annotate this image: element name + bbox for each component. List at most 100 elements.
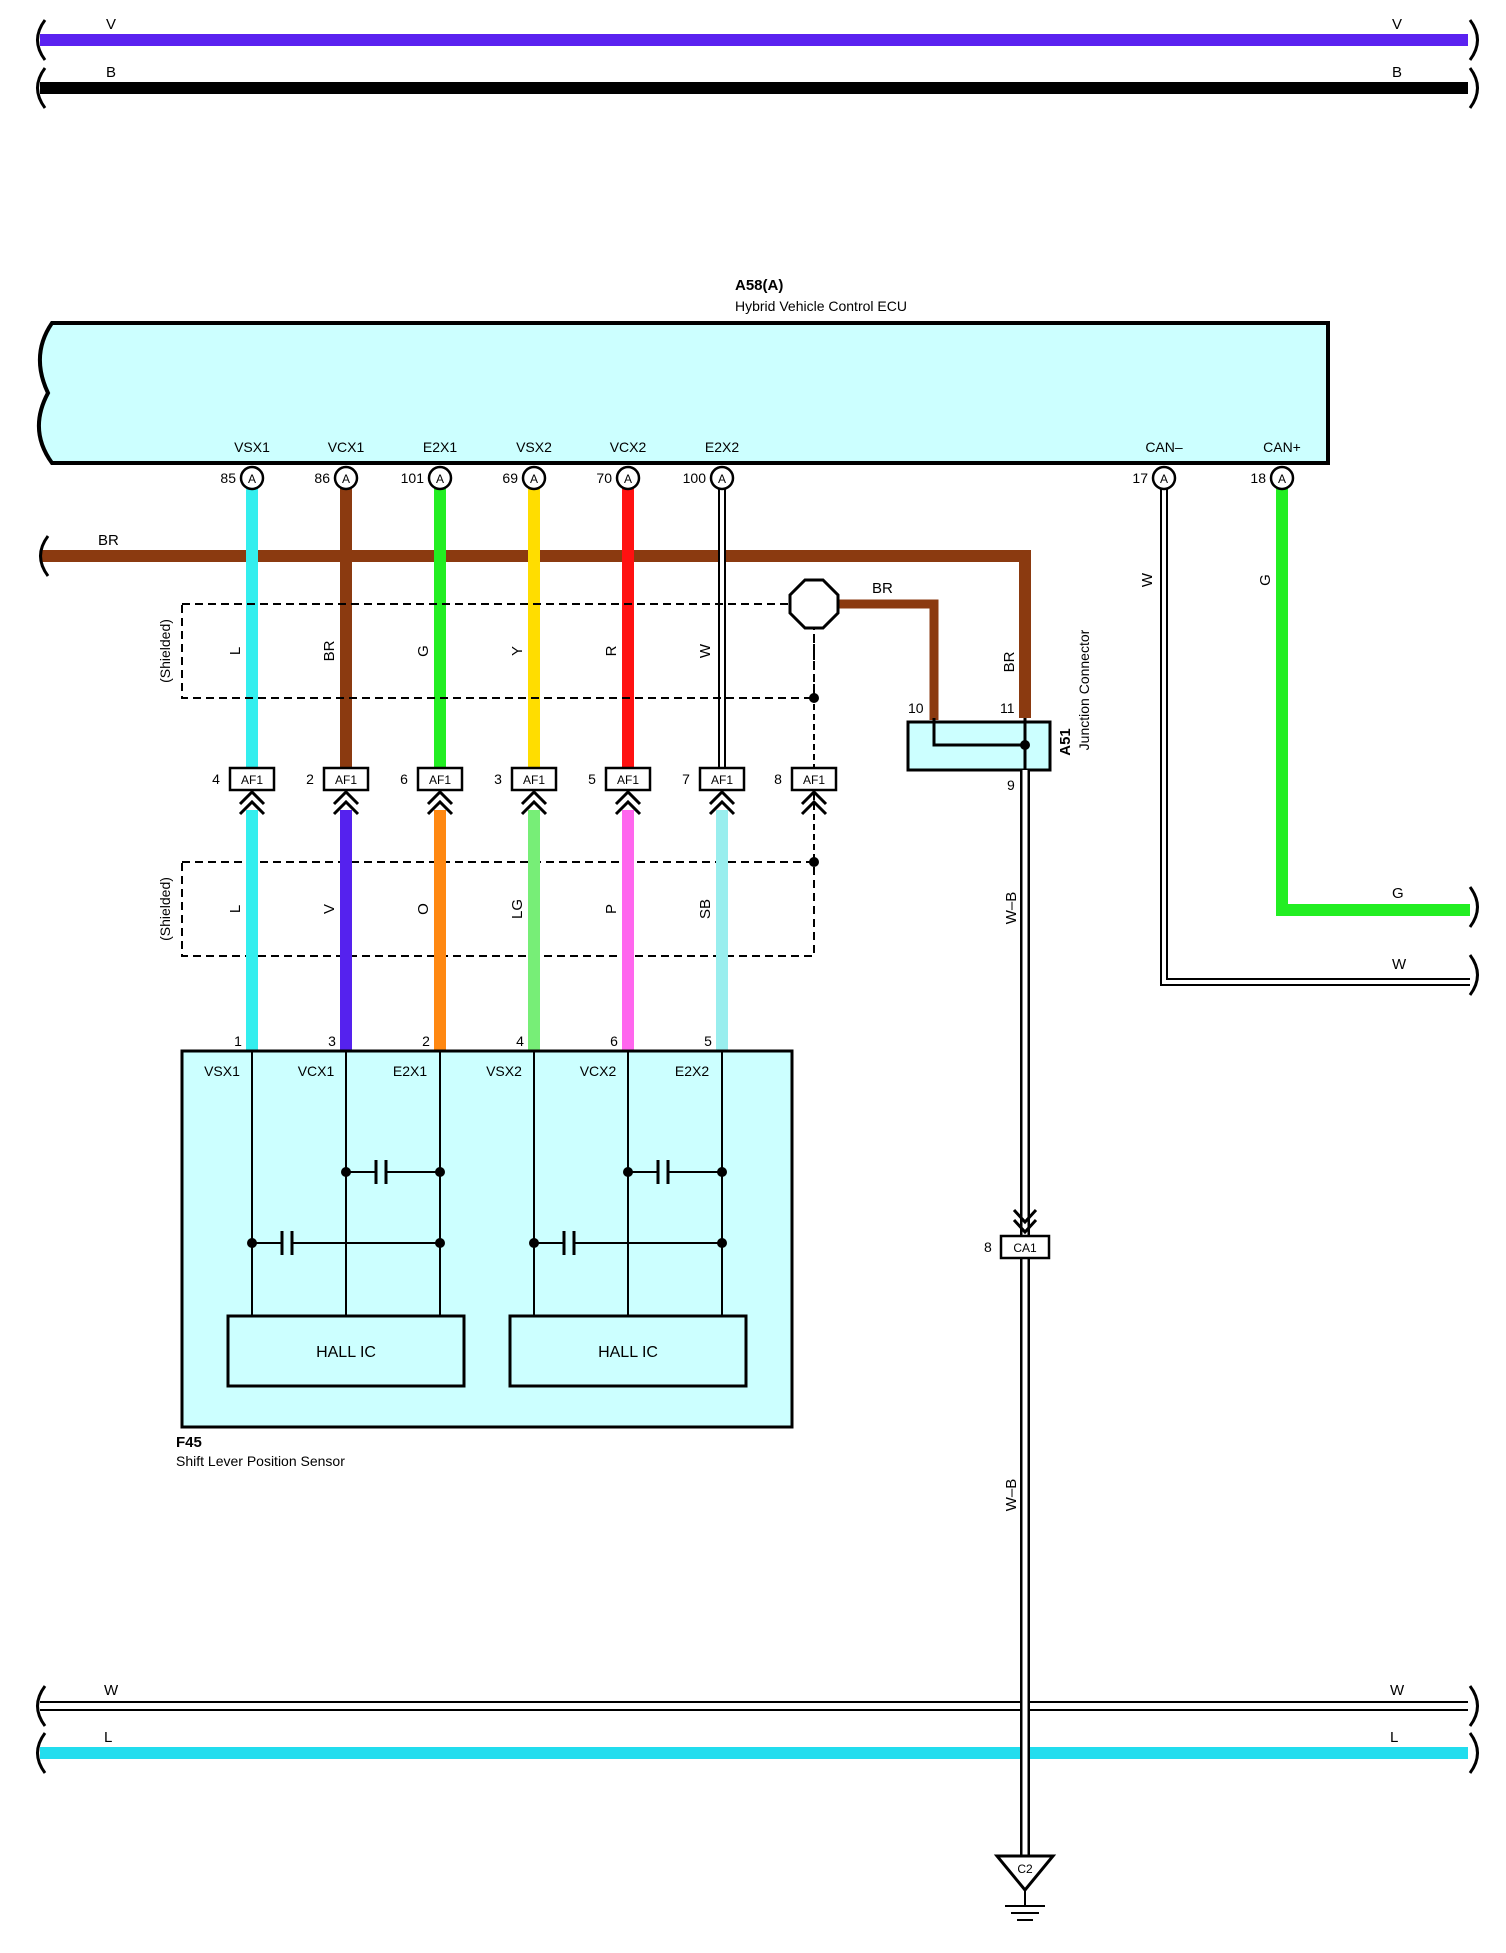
af1-label: AF1 [711,773,733,787]
hall-ic-label: HALL IC [598,1344,658,1361]
af1-label: AF1 [241,773,263,787]
af1-pin: 7 [682,771,690,787]
br-bus-label: BR [98,532,119,549]
af1-arrow-icon [520,789,548,816]
sensor-pin-number: 5 [704,1033,712,1049]
upper-wire-label: W [697,643,714,658]
can-plus-wire-label: G [1257,574,1274,586]
shield-octagon [788,578,840,630]
bus-label-w-left: W [104,1682,119,1699]
lower-wire-label: LG [509,899,526,919]
upper-wire-label: Y [509,646,526,656]
junction-dot [529,1238,539,1248]
af1-label: AF1 [523,773,545,787]
ecu-pin-number: 17 [1132,470,1148,486]
bus-label-v-left: V [106,16,116,33]
shield-lower: (Shielded) [157,861,815,957]
sensor-pin-number: 2 [422,1033,430,1049]
can-wires: W G W G [1139,486,1479,996]
lower-wire-label: P [603,904,620,914]
af1-label: AF1 [803,773,825,787]
sensor-pin-label: E2X2 [675,1063,709,1079]
can-minus-end-label: W [1392,956,1407,973]
ecu-pin-circle [427,465,453,491]
lower-wire-label: O [415,903,432,915]
lower-wire-label: V [321,904,338,914]
sensor-id: F45 [176,1434,202,1451]
af1-pin: 5 [588,771,596,787]
ecu-body [36,321,1330,465]
junction-dot [247,1238,257,1248]
junction-dot [623,1167,633,1177]
ground-wire-label-2: W–B [1003,1479,1020,1512]
ecu-pin-label: VCX2 [610,439,647,455]
upper-wire-label: BR [321,640,338,661]
af1-pin: 4 [212,771,220,787]
bus-label-w-right: W [1390,1682,1405,1699]
bottom-bus-w: W W [36,1682,1479,1727]
junction-id: A51 [1057,728,1074,756]
ecu-block: A58(A) Hybrid Vehicle Control ECU [36,277,1330,465]
ecu-pin-letter: A [624,472,632,486]
ca1-arrow-icon [1012,1208,1038,1235]
sensor-pin-label: VCX1 [298,1063,335,1079]
ecu-pin-label: VSX2 [516,439,552,455]
af1-pin: 6 [400,771,408,787]
shield-label-lower: (Shielded) [157,877,173,941]
ca1-pin: 8 [984,1239,992,1255]
sensor-pin-number: 6 [610,1033,618,1049]
ecu-pin-label: E2X1 [423,439,457,455]
bottom-bus-l: L L [36,1729,1479,1774]
br-bus: BR [39,532,1031,718]
af1-label: AF1 [335,773,357,787]
sensor-pin-label: E2X1 [393,1063,427,1079]
junction-name: Junction Connector [1076,629,1092,750]
ecu-pin-number: 69 [502,470,518,486]
ecu-pin-circle [1269,465,1295,491]
ecu-pin-letter: A [1160,472,1168,486]
sensor-pin-label: VCX2 [580,1063,617,1079]
af1-arrow-icon [708,789,736,816]
sensor-pin-number: 1 [234,1033,242,1049]
ca1-label: CA1 [1013,1241,1037,1255]
shield-label-upper: (Shielded) [157,619,173,683]
ground-wire: W–B W–B CA1 8 C2 [984,770,1057,1921]
af1-arrow-icon [800,789,828,816]
junction-dot [717,1238,727,1248]
junction-dot [435,1167,445,1177]
hall-ic-box [508,1314,748,1388]
af1-label: AF1 [617,773,639,787]
bus-label-v-right: V [1392,16,1402,33]
ecu-pin-circle [333,465,359,491]
drain-wire-label: BR [872,580,893,597]
ground-wire-label-1: W–B [1003,892,1020,925]
ecu-pin-label: VCX1 [328,439,365,455]
upper-wire-label: G [415,645,432,657]
ecu-pins: VSX1A85VCX1A86E2X1A101VSX2A69VCX2A70E2X2… [220,439,1301,491]
top-bus-b: B B [36,64,1479,109]
sensor-name: Shift Lever Position Sensor [176,1453,345,1469]
ecu-pin-circle [709,465,735,491]
ecu-pin-letter: A [342,472,350,486]
shield-drain: BR BR [788,578,1018,867]
junction-pin-11: 11 [1000,700,1015,716]
ecu-pin-number: 85 [220,470,236,486]
junction-pin-10: 10 [908,700,924,716]
sensor-pin-label: VSX1 [204,1063,240,1079]
top-bus-v: V V [36,16,1479,61]
ecu-pin-label: CAN+ [1263,439,1301,455]
ecu-pin-number: 100 [683,470,707,486]
br-trunk-label: BR [1001,651,1018,672]
ecu-pin-number: 70 [596,470,612,486]
af1-arrow-icon [238,789,266,816]
bus-label-b-left: B [106,64,116,81]
ecu-pin-circle [239,465,265,491]
ecu-pin-letter: A [718,472,726,486]
ecu-name: Hybrid Vehicle Control ECU [735,298,907,314]
